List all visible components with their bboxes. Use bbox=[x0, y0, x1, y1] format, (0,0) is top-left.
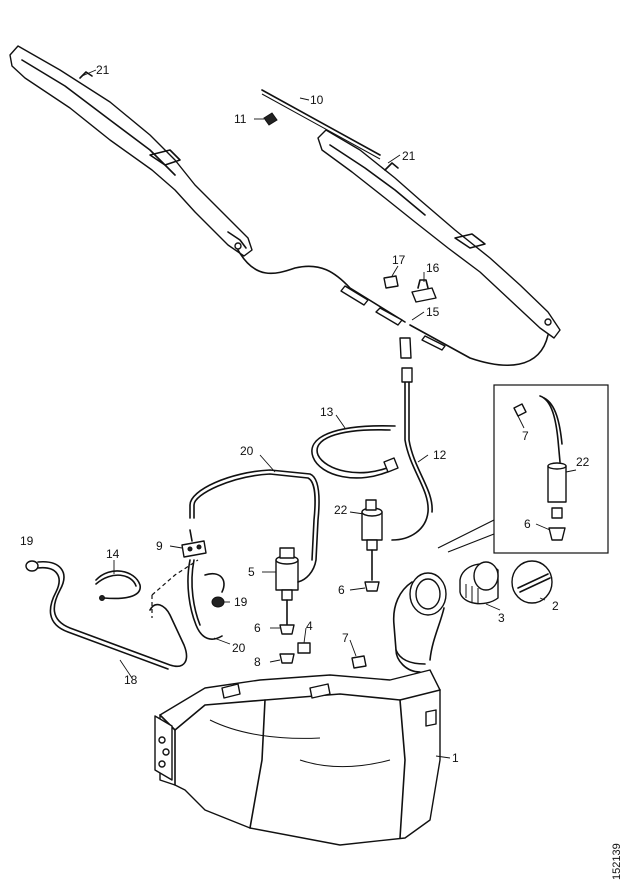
callout-11: 11 bbox=[234, 112, 247, 126]
grommets bbox=[279, 581, 380, 669]
hose-12 bbox=[391, 367, 433, 541]
washer-reservoir-1 bbox=[154, 669, 441, 846]
callout-3: 3 bbox=[498, 611, 505, 625]
clamp-band-13 bbox=[311, 425, 399, 479]
hose-20 bbox=[187, 469, 320, 640]
callout-22: 22 bbox=[334, 503, 348, 517]
inset-detail bbox=[437, 384, 609, 554]
callout-14: 14 bbox=[106, 547, 120, 561]
plug-19-left bbox=[25, 560, 39, 572]
plug-4 bbox=[297, 642, 311, 654]
figure-number: 152139 bbox=[611, 843, 623, 880]
callout-7: 7 bbox=[342, 631, 349, 645]
callout-20: 20 bbox=[240, 444, 254, 458]
callout-4: 4 bbox=[306, 619, 313, 633]
callout-2: 2 bbox=[552, 599, 559, 613]
washer-pump-22 bbox=[361, 499, 383, 581]
callout-8: 8 bbox=[254, 655, 261, 669]
clamp-14 bbox=[95, 570, 141, 601]
leader-lines bbox=[81, 69, 577, 759]
callout-1: 1 bbox=[452, 751, 459, 765]
wiper-blade-rod bbox=[261, 89, 381, 160]
callout-10: 10 bbox=[310, 93, 324, 107]
grommet-7 bbox=[351, 655, 367, 669]
callout-15: 15 bbox=[426, 305, 440, 319]
hose-18 bbox=[37, 559, 199, 670]
callout-6: 6 bbox=[254, 621, 261, 635]
callout-6: 6 bbox=[338, 583, 345, 597]
washer-pump-5 bbox=[275, 547, 299, 626]
washer-tube-15 bbox=[237, 249, 549, 367]
callout-labels: 21 10 11 21 17 16 15 13 12 20 22 9 5 6 6… bbox=[20, 63, 590, 765]
callout-19: 19 bbox=[234, 595, 248, 609]
clip-11 bbox=[263, 112, 278, 126]
plug-19-right bbox=[211, 596, 225, 608]
callout-18: 18 bbox=[124, 673, 138, 687]
clips-16-17 bbox=[383, 275, 437, 303]
callout-20: 20 bbox=[232, 641, 246, 655]
filler-neck bbox=[392, 572, 447, 673]
callout-21: 21 bbox=[402, 149, 416, 163]
callout-12: 12 bbox=[433, 448, 447, 462]
callout-17: 17 bbox=[392, 253, 406, 267]
callout-9: 9 bbox=[156, 539, 163, 553]
callout-22: 22 bbox=[576, 455, 590, 469]
grommet-6-left bbox=[279, 624, 295, 635]
connector-9 bbox=[181, 529, 207, 558]
filler-cap-2 bbox=[511, 560, 553, 604]
grommet-8 bbox=[279, 653, 295, 664]
grommet-6-mid bbox=[364, 581, 380, 592]
callout-21: 21 bbox=[96, 63, 110, 77]
wiper-arm-left bbox=[9, 45, 253, 257]
callout-13: 13 bbox=[320, 405, 334, 419]
strainer-3 bbox=[459, 561, 499, 605]
callout-16: 16 bbox=[426, 261, 440, 275]
callout-5: 5 bbox=[248, 565, 255, 579]
callout-7: 7 bbox=[522, 429, 529, 443]
wiper-arm-right bbox=[317, 129, 561, 339]
callout-19: 19 bbox=[20, 534, 34, 548]
callout-6: 6 bbox=[524, 517, 531, 531]
